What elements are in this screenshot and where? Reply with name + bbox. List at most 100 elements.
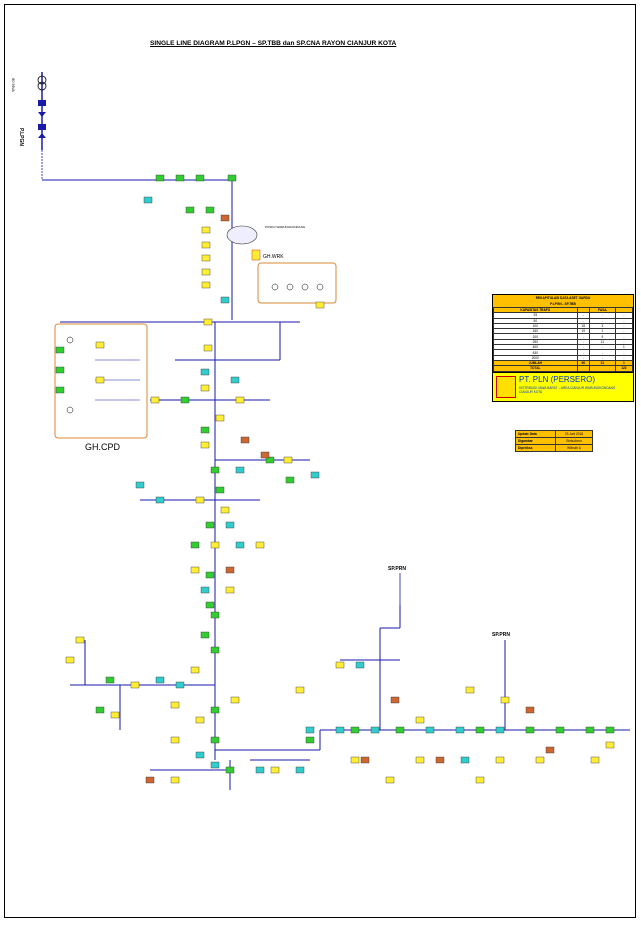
substation-box [240, 436, 250, 444]
company-logo-block: PT. PLN (PERSERO) DISTRIBUSI JAWA BARAT … [493, 371, 633, 401]
substation-box [225, 586, 235, 594]
company-line: DISTRIBUSI JAWA BARAT – AREA CIANJUR WAR… [519, 385, 616, 394]
substation-box [225, 566, 235, 574]
gh-cpd-label: GH.CPD [85, 442, 121, 452]
substation-box [55, 366, 65, 374]
substation-box [370, 726, 380, 734]
substation-box [230, 376, 240, 384]
substation-box [210, 466, 220, 474]
substation-box [215, 486, 225, 494]
substation-box [235, 396, 245, 404]
substation-box [205, 571, 215, 579]
substation-box [150, 396, 160, 404]
substation-box [385, 776, 395, 784]
substation-box [215, 414, 225, 422]
substation-box [335, 661, 345, 669]
posko-label: POSKO WARUNGKONDANG [265, 225, 306, 229]
substation-box [95, 376, 105, 384]
substation-box [95, 341, 105, 349]
substation-box [605, 741, 615, 749]
substation-box [155, 174, 165, 182]
substation-box [545, 746, 555, 754]
substation-box [525, 706, 535, 714]
substation-symbols [55, 174, 615, 784]
update-value: 23 Juni 2018 [555, 430, 593, 438]
substation-box [185, 206, 195, 214]
source-station: P.LPGN 60 MVA [11, 72, 232, 181]
substation-box [495, 756, 505, 764]
substation-box [200, 384, 210, 392]
substation-box [255, 541, 265, 549]
checked-value: Wibruth A [555, 444, 593, 452]
substation-box [95, 706, 105, 714]
substation-box [220, 214, 230, 222]
substation-box [75, 636, 85, 644]
substation-box [475, 776, 485, 784]
substation-box [195, 716, 205, 724]
substation-box [295, 766, 305, 774]
substation-box [360, 756, 370, 764]
update-key: Update Data [515, 430, 556, 438]
substation-box [235, 541, 245, 549]
substation-box [390, 696, 400, 704]
substation-box [315, 301, 325, 309]
substation-box [210, 736, 220, 744]
substation-box [535, 756, 545, 764]
substation-box [201, 226, 211, 234]
substation-box [210, 611, 220, 619]
substation-box [475, 726, 485, 734]
substation-box [455, 726, 465, 734]
substation-box [180, 396, 190, 404]
substation-box [200, 426, 210, 434]
substation-box [195, 496, 205, 504]
substation-box [201, 254, 211, 262]
substation-box [270, 766, 280, 774]
substation-box [260, 451, 270, 459]
substation-box [210, 646, 220, 654]
substation-box [500, 696, 510, 704]
substation-box [210, 706, 220, 714]
substation-box [395, 726, 405, 734]
substation-box [201, 268, 211, 276]
substation-box [283, 456, 293, 464]
substation-box [200, 631, 210, 639]
substation-box [230, 696, 240, 704]
substation-box [585, 726, 595, 734]
substation-box [201, 241, 211, 249]
substation-box [495, 726, 505, 734]
substation-box [145, 776, 155, 784]
substation-box [415, 756, 425, 764]
gh-cpd-panel: GH.CPD [54, 323, 148, 452]
substation-box [220, 296, 230, 304]
substation-box [590, 756, 600, 764]
substation-box [201, 281, 211, 289]
substation-box [155, 496, 165, 504]
substation-box [525, 726, 535, 734]
gh-wrk-label: GH.WRK [263, 254, 284, 260]
substation-box [255, 766, 265, 774]
sp-prn-label-1: SP.PRN [388, 566, 406, 572]
substation-box [465, 686, 475, 694]
gh-wrk-panel: GH.WRK POSKO WARUNGKONDANG [226, 225, 337, 304]
substation-box [225, 766, 235, 774]
substation-box [310, 471, 320, 479]
source-label: P.LPGN [18, 128, 24, 146]
substation-box [55, 386, 65, 394]
substation-box [225, 521, 235, 529]
substation-box [460, 756, 470, 764]
total-value: 122 [614, 365, 634, 372]
substation-box [210, 761, 220, 769]
substation-box [335, 726, 345, 734]
sp-prn-label-2: SP.PRN [492, 632, 510, 638]
substation-box [355, 661, 365, 669]
substation-box [175, 681, 185, 689]
substation-box [415, 716, 425, 724]
substation-box [203, 344, 213, 352]
substation-box [195, 174, 205, 182]
substation-box [170, 776, 180, 784]
substation-box [65, 656, 75, 664]
substation-box [555, 726, 565, 734]
substation-box [190, 541, 200, 549]
substation-box [203, 318, 213, 326]
substation-box [205, 206, 215, 214]
